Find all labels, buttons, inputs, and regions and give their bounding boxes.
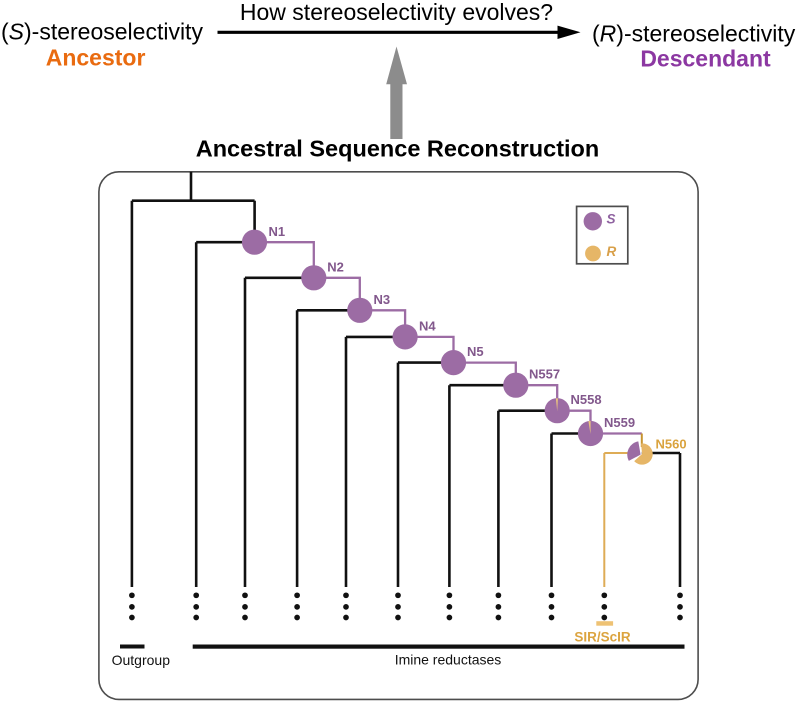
svg-text:N3: N3 — [374, 292, 391, 307]
svg-text:N560: N560 — [656, 437, 687, 452]
svg-text:Imine reductases: Imine reductases — [395, 652, 502, 668]
svg-text:(R)-stereoselectivity: (R)-stereoselectivity — [592, 21, 796, 47]
svg-text:N557: N557 — [529, 367, 560, 382]
svg-text:N558: N558 — [571, 392, 602, 407]
svg-text:Ancestral Sequence Reconstruct: Ancestral Sequence Reconstruction — [196, 136, 600, 162]
svg-text:N1: N1 — [269, 224, 286, 239]
svg-text:S: S — [607, 212, 616, 227]
svg-text:N4: N4 — [419, 319, 436, 334]
svg-text:N559: N559 — [604, 415, 635, 430]
svg-text:How stereoselectivity evolves?: How stereoselectivity evolves? — [240, 0, 553, 25]
svg-text:Descendant: Descendant — [640, 46, 771, 72]
svg-text:N2: N2 — [327, 260, 344, 275]
svg-text:Outgroup: Outgroup — [112, 652, 171, 668]
svg-text:R: R — [607, 244, 617, 259]
svg-text:(S)-stereoselectivity: (S)-stereoselectivity — [1, 19, 203, 45]
svg-text:SIR/ScIR: SIR/ScIR — [574, 630, 631, 645]
svg-text:Ancestor: Ancestor — [46, 44, 146, 70]
svg-text:N5: N5 — [467, 344, 484, 359]
